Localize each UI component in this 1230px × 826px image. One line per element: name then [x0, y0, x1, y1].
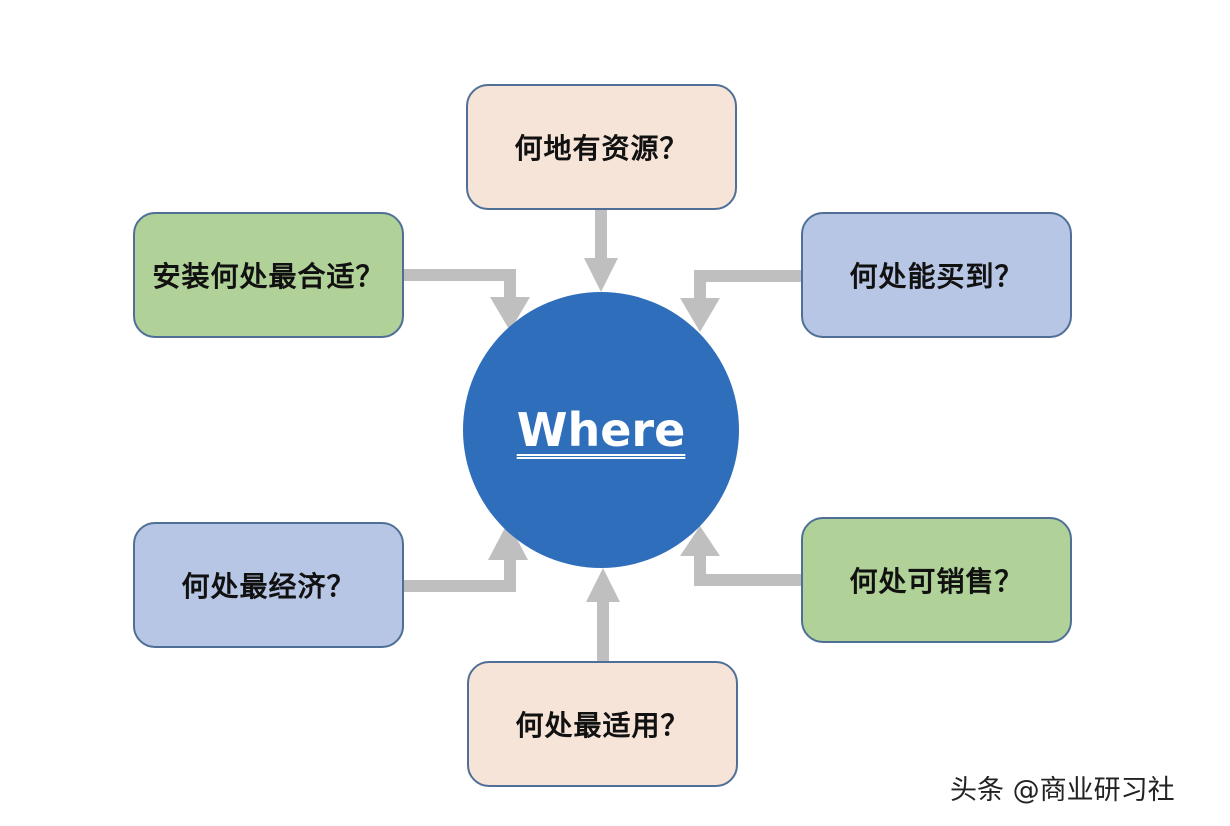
node-bottom-left-label: 何处最经济？ [181, 570, 356, 603]
arrow-top-right [680, 270, 802, 332]
node-bottom-label: 何处最适用？ [515, 709, 690, 742]
node-top-right-label: 何处能买到？ [849, 260, 1024, 293]
arrow-top [584, 210, 618, 292]
arrow-bottom-right [680, 526, 802, 586]
arrow-bottom [586, 568, 620, 662]
node-top-left: 安装何处最合适？ [133, 212, 404, 338]
arrow-bottom-left [372, 522, 528, 592]
node-bottom-right-label: 何处可销售？ [849, 565, 1024, 598]
node-top-left-label: 安装何处最合适？ [152, 260, 385, 293]
node-top: 何地有资源？ [466, 84, 737, 210]
node-bottom-left: 何处最经济？ [133, 522, 404, 648]
center-label: Where [516, 403, 686, 457]
node-bottom: 何处最适用？ [467, 661, 738, 787]
arrow-top-left [404, 269, 530, 331]
node-top-label: 何地有资源？ [514, 132, 689, 165]
watermark: 头条 @商业研习社 [950, 775, 1175, 806]
center-node: Where [463, 292, 739, 568]
node-bottom-right: 何处可销售？ [801, 517, 1072, 643]
node-top-right: 何处能买到？ [801, 212, 1072, 338]
